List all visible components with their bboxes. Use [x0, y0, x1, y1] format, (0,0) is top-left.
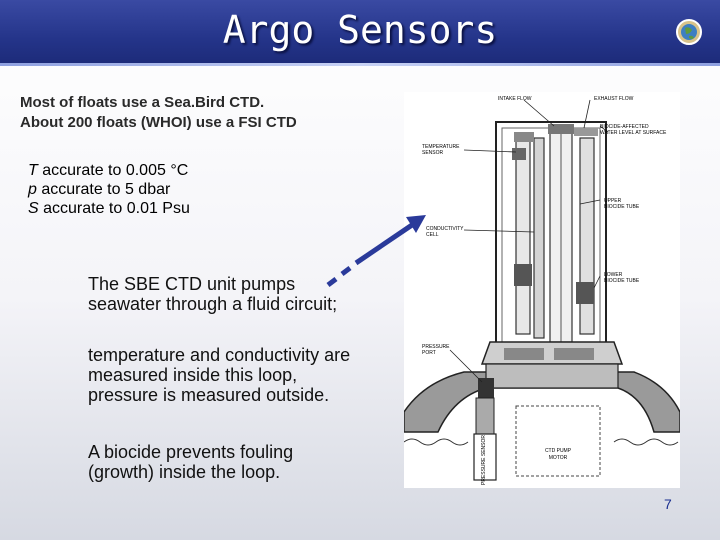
var-t: T — [28, 162, 38, 179]
biocide-level-label-1: BIOCIDE-AFFECTED — [600, 124, 649, 130]
pump-paragraph: The SBE CTD unit pumps seawater through … — [88, 274, 408, 314]
accuracy-p-text: accurate to 5 dbar — [36, 181, 171, 198]
pressure-sensor-label: PRESSURE SENSOR — [481, 435, 487, 485]
globe-logo-icon — [676, 19, 702, 45]
title-bar — [0, 0, 720, 66]
accuracy-t-text: accurate to 0.005 °C — [37, 162, 189, 179]
accuracy-list: T accurate to 0.005 °C p accurate to 5 d… — [28, 161, 328, 218]
intake-label: INTAKE FLOW — [498, 96, 532, 102]
cond-label-1: CONDUCTIVITY — [426, 226, 464, 232]
pump-label-2: MOTOR — [549, 455, 568, 461]
lower-label-2: BIOCIDE TUBE — [604, 278, 640, 284]
pump-line-2: seawater through a fluid circuit; — [88, 294, 338, 314]
lower-label-1: LOWER — [604, 272, 623, 278]
measurement-line-1: temperature and conductivity are — [88, 345, 351, 365]
exhaust-label: EXHAUST FLOW — [594, 96, 634, 102]
ctd-diagram: PRESSURE SENSOR CTD PUMP MOTOR INTAKE FL… — [404, 92, 680, 488]
temp-label-2: SENSOR — [422, 150, 444, 156]
accuracy-salinity: S accurate to 0.01 Psu — [28, 199, 328, 218]
accuracy-pressure: p accurate to 5 dbar — [28, 180, 328, 199]
accuracy-s-text: accurate to 0.01 Psu — [38, 200, 190, 217]
accuracy-temperature: T accurate to 0.005 °C — [28, 161, 328, 180]
upper-label-2: BIOCIDE TUBE — [604, 204, 640, 210]
biocide-line-1: A biocide prevents fouling — [88, 442, 294, 462]
floats-statement: Most of floats use a Sea.Bird CTD. About… — [20, 93, 400, 133]
pump-label-1: CTD PUMP — [545, 448, 572, 454]
pointer-arrow-icon — [326, 215, 426, 287]
measurement-paragraph: temperature and conductivity are measure… — [88, 345, 408, 405]
cond-label-2: CELL — [426, 232, 439, 238]
biocide-line-2: (growth) inside the loop. — [88, 462, 281, 482]
fsi-line: About 200 floats (WHOI) use a FSI CTD — [20, 114, 297, 131]
seabird-line: Most of floats use a Sea.Bird CTD. — [20, 94, 265, 111]
biocide-paragraph: A biocide prevents fouling (growth) insi… — [88, 442, 408, 482]
page-number: 7 — [664, 496, 672, 512]
temp-label-1: TEMPERATURE — [422, 144, 460, 150]
upper-label-1: UPPER — [604, 198, 622, 204]
measurement-line-3: pressure is measured outside. — [88, 385, 330, 405]
pump-line-1: The SBE CTD unit pumps — [88, 274, 296, 294]
biocide-level-label-2: WATER LEVEL AT SURFACE — [600, 130, 667, 136]
slide-title: Argo Sensors — [222, 8, 498, 52]
measurement-line-2: measured inside this loop, — [88, 365, 298, 385]
var-p: p — [28, 181, 37, 198]
press-label-2: PORT — [422, 350, 436, 356]
press-label-1: PRESSURE — [422, 344, 450, 350]
var-s: S — [28, 200, 39, 217]
